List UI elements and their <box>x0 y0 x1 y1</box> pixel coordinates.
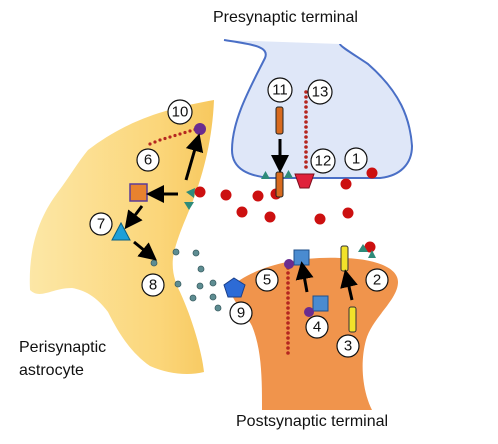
svg-text:12: 12 <box>315 153 332 170</box>
purple-sphere-astrocyte-icon <box>194 123 206 135</box>
svg-text:1: 1 <box>352 151 360 168</box>
svg-text:6: 6 <box>144 152 152 169</box>
astrocyte-orange-square-icon <box>129 183 148 202</box>
post-blue-square-lower-icon <box>312 295 329 312</box>
blue-pentagon-icon <box>223 277 246 298</box>
svg-text:2: 2 <box>373 272 381 289</box>
vesicle-chain-5 <box>286 266 290 355</box>
astrocyte-label-line1: Perisynaptic <box>19 339 107 356</box>
svg-text:3: 3 <box>344 338 352 355</box>
purple-sphere-post-upper-icon <box>284 259 294 269</box>
svg-text:11: 11 <box>272 82 288 99</box>
presynaptic-rod-upper <box>275 106 284 135</box>
marker-6: 6 <box>136 148 160 172</box>
marker-7: 7 <box>89 212 113 236</box>
marker-12: 12 <box>310 148 336 174</box>
postsynaptic-label: Postsynaptic terminal <box>236 413 389 430</box>
marker-3: 3 <box>336 334 360 358</box>
arrows <box>124 133 358 301</box>
yellow-rod-lower-icon <box>348 306 357 333</box>
svg-text:4: 4 <box>313 319 321 336</box>
atp-dots <box>150 248 222 312</box>
purple-sphere-post-lower-icon <box>304 307 314 317</box>
marker-10: 10 <box>167 99 193 125</box>
marker-13: 13 <box>307 79 333 105</box>
marker-4: 4 <box>305 315 329 339</box>
glutamate-particles <box>194 167 378 253</box>
yellow-rod-upper-icon <box>340 245 349 272</box>
post-blue-square-upper-icon <box>293 249 310 266</box>
vesicle-chain-13 <box>304 90 308 169</box>
svg-text:10: 10 <box>172 104 189 121</box>
presynaptic-label: Presynaptic terminal <box>213 9 358 26</box>
astrocyte-label-line2: astrocyte <box>19 362 84 379</box>
marker-8: 8 <box>141 273 165 297</box>
marker-1: 1 <box>344 147 368 171</box>
svg-text:8: 8 <box>149 277 157 294</box>
marker-2: 2 <box>365 268 389 292</box>
marker-5: 5 <box>255 268 279 292</box>
svg-text:7: 7 <box>97 216 105 233</box>
blue-triangle-icon <box>111 221 131 241</box>
marker-11: 11 <box>267 77 293 103</box>
receptor-12-icon <box>294 173 315 189</box>
presynaptic-terminal <box>223 39 414 179</box>
marker-9: 9 <box>229 301 253 325</box>
svg-text:9: 9 <box>237 305 245 322</box>
teal-triangle-icons <box>184 170 376 258</box>
presynaptic-rod-lower <box>275 171 284 198</box>
svg-text:13: 13 <box>312 84 329 101</box>
svg-text:5: 5 <box>263 272 271 289</box>
